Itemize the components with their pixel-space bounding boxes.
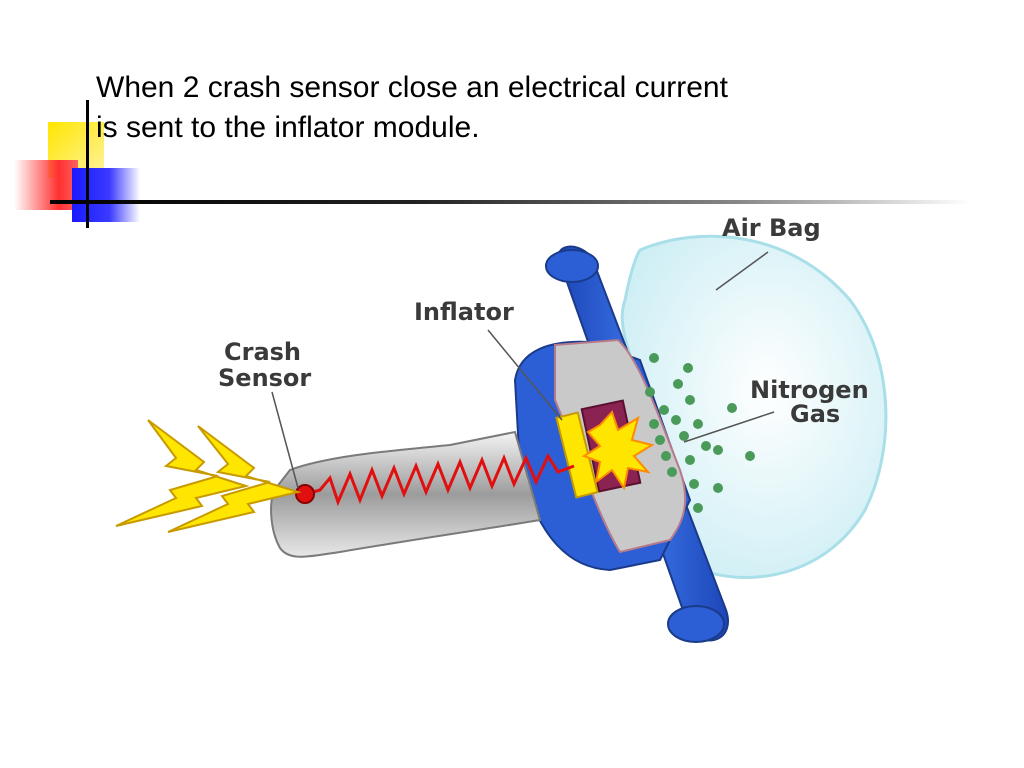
air-bag-leader-line <box>715 251 769 291</box>
igniter-bar <box>555 411 599 499</box>
crash-label: Crash <box>224 338 301 366</box>
inflator-label: Inflator <box>414 298 514 326</box>
steering-wheel-bottom-grip <box>667 605 725 643</box>
electrical-wire <box>305 452 575 507</box>
slide-title: When 2 crash sensor close an electrical … <box>96 68 856 148</box>
slide-title-line-2: is sent to the inflator module. <box>96 111 480 144</box>
crash-sensor-leader-line <box>271 391 299 489</box>
crash-sensor-dot <box>295 484 315 504</box>
inflator-leader-line <box>487 329 563 421</box>
title-divider-line <box>50 200 970 204</box>
nitrogen-gas-leader-line <box>683 411 775 443</box>
nitrogen-gas-dots <box>645 353 755 513</box>
deco-vertical-line <box>86 100 89 228</box>
deco-blue-square <box>72 168 140 222</box>
lightning-bolt-1 <box>115 419 250 527</box>
sensor-label: Sensor <box>218 364 311 392</box>
air-bag-label: Air Bag <box>722 214 821 242</box>
steering-column <box>270 430 542 558</box>
ignition-burst <box>581 410 655 491</box>
gas-label: Gas <box>790 400 840 428</box>
steering-wheel-top-grip <box>545 249 599 283</box>
nitrogen-label: Nitrogen <box>750 376 869 404</box>
lightning-bolt-2 <box>167 425 302 533</box>
slide-title-line-1: When 2 crash sensor close an electrical … <box>96 71 728 104</box>
